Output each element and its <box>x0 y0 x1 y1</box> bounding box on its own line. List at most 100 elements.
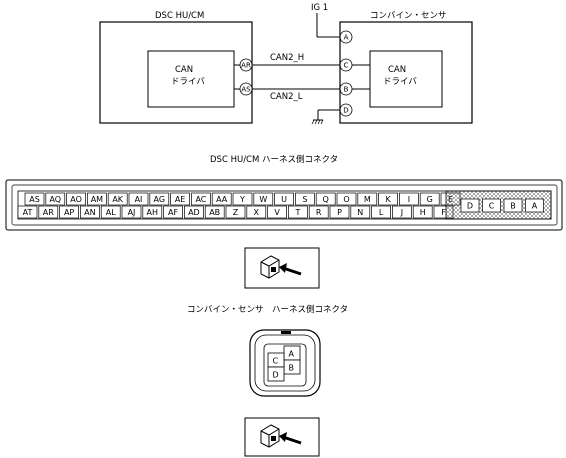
harness-pin-m-cell <box>357 192 378 206</box>
terminal-b-label: B <box>344 86 349 94</box>
harness-pin-ad: AD <box>188 208 200 217</box>
harness-pin-y: Y <box>239 195 245 204</box>
harness-pin-b-cell <box>503 198 523 213</box>
wire-can2-l-label: CAN2_L <box>270 92 303 102</box>
right-module-title: コンバイン・センサ <box>370 11 447 21</box>
wire-can2-h-label: CAN2_H <box>270 53 304 63</box>
harness-pin-ak-cell <box>107 192 128 206</box>
left-can-driver-box <box>147 50 235 108</box>
harness-pin-t-cell <box>288 205 308 219</box>
harness-pin-ac: AC <box>195 195 206 204</box>
harness-pin-n: N <box>357 208 363 217</box>
harness-pin-u-cell <box>274 192 294 206</box>
ground-icon <box>311 119 324 125</box>
terminal-c-label: C <box>344 62 349 70</box>
harness-pin-ae: AE <box>175 195 186 204</box>
harness-pin-v: V <box>274 208 280 217</box>
harness-pin-t: T <box>294 208 300 217</box>
harness-pin-z-cell <box>225 205 246 219</box>
right-can-driver-label-2: ドライバ <box>383 77 417 87</box>
harness-pin-at: AT <box>23 208 33 217</box>
harness-pin-m: M <box>364 195 371 204</box>
harness-pin-n-cell <box>350 205 371 219</box>
sensor-pin-d: D <box>273 371 279 380</box>
harness-pin-af: AF <box>168 208 178 217</box>
harness-pin-ah: AH <box>147 208 159 217</box>
sensor-connector-title: コンバイン・センサ ハーネス側コネクタ <box>187 304 348 315</box>
terminal-ar-label: AR <box>241 62 251 70</box>
harness-pin-p-cell <box>329 205 350 219</box>
harness-pin-ad-cell <box>184 205 204 219</box>
sensor-pin-c: C <box>273 357 279 366</box>
harness-pin-ai-cell <box>128 192 149 206</box>
harness-pin-at-cell <box>17 205 38 219</box>
harness-pin-ab-cell <box>204 205 225 219</box>
harness-pin-ar-cell <box>38 205 59 219</box>
harness-pin-u: U <box>281 195 287 204</box>
right-can-driver-label-1: CAN <box>388 65 406 75</box>
harness-pin-q-cell <box>315 192 336 206</box>
harness-pin-x-cell <box>246 205 267 219</box>
harness-pin-a: A <box>532 202 538 211</box>
harness-pin-l: L <box>379 208 384 217</box>
harness-pin-as: AS <box>29 195 40 204</box>
harness-pin-g-cell <box>419 192 440 206</box>
harness-top-row: ASAQAOAMAKAIAGAEACAAYWUSQOMKIGE <box>24 192 461 206</box>
harness-pin-aj-cell <box>121 205 142 219</box>
harness-pin-ac-cell <box>191 192 211 206</box>
harness-pin-k: K <box>385 195 391 204</box>
harness-pin-d: D <box>467 202 473 211</box>
harness-pin-j-cell <box>392 205 412 219</box>
harness-pin-aa: AA <box>216 195 228 204</box>
sensor-pin-b: B <box>289 364 295 373</box>
harness-pin-ai: AI <box>135 195 143 204</box>
harness-pin-ag: AG <box>154 195 166 204</box>
harness-pin-f: F <box>441 208 446 217</box>
harness-pin-am: AM <box>91 195 103 204</box>
harness-pin-c-cell <box>482 198 501 213</box>
harness-pin-i-cell <box>399 192 419 206</box>
harness-pin-ao-cell <box>66 192 86 206</box>
harness-pin-o-cell <box>336 192 357 206</box>
harness-pin-al: AL <box>106 208 116 217</box>
harness-pin-ah-cell <box>142 205 163 219</box>
harness-pin-g: G <box>427 195 433 204</box>
connector-view-icon <box>244 417 320 457</box>
harness-pin-an: AN <box>84 208 95 217</box>
harness-pin-ak: AK <box>112 195 123 204</box>
harness-pin-ar: AR <box>43 208 54 217</box>
right-module-box <box>339 21 473 124</box>
harness-pin-z: Z <box>233 208 239 217</box>
harness-pin-x: X <box>254 208 260 217</box>
terminal-a-label: A <box>344 34 349 42</box>
wiring-diagram: DSC HU/CM CAN ドライバ AR AS CAN2_H CAN2_L I… <box>99 3 473 125</box>
harness-pin-h-cell <box>412 205 433 219</box>
terminal-as-label: AS <box>241 86 251 94</box>
connector-view-icon <box>244 247 320 289</box>
power-label: IG 1 <box>311 3 328 13</box>
harness-pin-ab: AB <box>209 208 220 217</box>
harness-pin-i: I <box>408 195 410 204</box>
harness-pin-s: S <box>302 195 307 204</box>
sensor-pin-a: A <box>289 350 295 359</box>
harness-pin-as-cell <box>24 192 45 206</box>
sensor-connector: A B C D <box>249 329 321 397</box>
harness-connector: ASAQAOAMAKAIAGAEACAAYWUSQOMKIGE ATARAPAN… <box>5 179 563 231</box>
harness-pin-ae-cell <box>170 192 190 206</box>
harness-pin-ag-cell <box>149 192 170 206</box>
harness-pin-a-cell <box>525 198 544 213</box>
harness-pin-p: P <box>337 208 342 217</box>
harness-pin-aq: AQ <box>49 195 61 204</box>
left-module-title: DSC HU/CM <box>155 11 204 21</box>
harness-pin-aq-cell <box>45 192 66 206</box>
harness-pin-w: W <box>259 195 267 204</box>
harness-pin-l-cell <box>371 205 391 219</box>
harness-connector-title: DSC HU/CM ハーネス側コネクタ <box>210 154 338 165</box>
harness-pin-y-cell <box>232 192 253 206</box>
harness-pin-ao: AO <box>70 195 82 204</box>
harness-pin-b: B <box>510 202 516 211</box>
right-can-driver-box <box>369 50 443 108</box>
harness-pin-al-cell <box>100 205 121 219</box>
